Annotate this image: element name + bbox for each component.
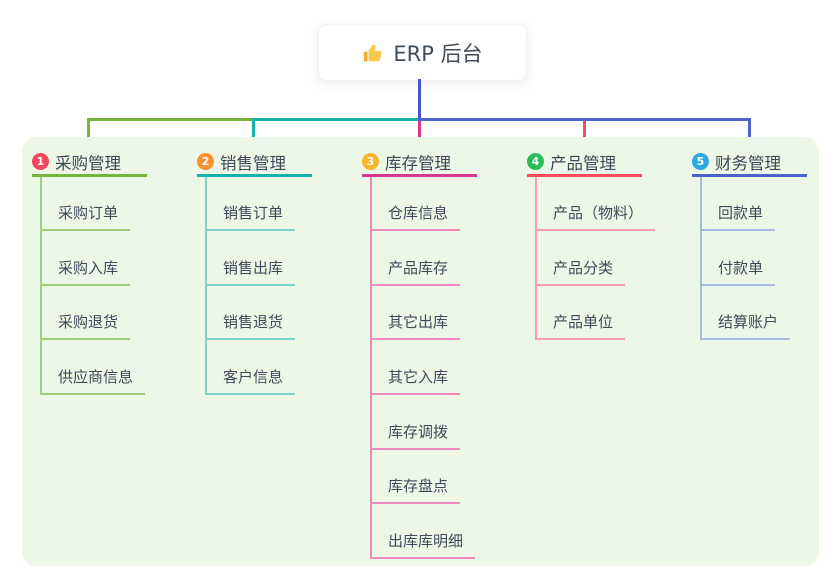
branch-drop-line (583, 118, 586, 149)
branch-title-inventory[interactable]: 3 库存管理 (362, 149, 477, 177)
root-node-label: ERP 后台 (393, 41, 483, 66)
leaf-node[interactable]: 采购入库 (40, 258, 131, 286)
thumbs-up-icon (364, 44, 383, 61)
leaf-node[interactable]: 库存调拨 (370, 422, 461, 450)
leaf-node[interactable]: 付款单 (700, 258, 776, 286)
leaf-node[interactable]: 结算账户 (700, 312, 791, 340)
branch-title-product[interactable]: 4 产品管理 (527, 149, 642, 177)
branch-drop-line (87, 118, 90, 149)
branch-title-label: 采购管理 (55, 153, 121, 173)
branch-title-label: 库存管理 (385, 153, 451, 173)
branch-connector-line (535, 177, 537, 340)
connector-bus-segment (87, 118, 253, 121)
branch-number-badge: 4 (527, 153, 544, 170)
leaf-node[interactable]: 库存盘点 (370, 476, 461, 504)
branch-number-badge: 1 (32, 153, 49, 170)
branches-panel (22, 137, 819, 566)
branch-number-badge: 5 (692, 153, 709, 170)
leaf-node[interactable]: 产品分类 (535, 258, 626, 286)
branch-connector-line (40, 177, 42, 395)
leaf-node[interactable]: 销售订单 (205, 203, 296, 231)
leaf-node[interactable]: 产品库存 (370, 258, 461, 286)
root-node[interactable]: ERP 后台 (318, 24, 527, 81)
connector-bus-segment (252, 118, 421, 121)
branch-drop-line (748, 118, 751, 149)
branch-title-label: 产品管理 (550, 153, 616, 173)
leaf-node[interactable]: 客户信息 (205, 367, 296, 395)
root-connector-line (418, 79, 421, 119)
branch-drop-line (418, 118, 421, 149)
leaf-node[interactable]: 供应商信息 (40, 367, 146, 395)
branch-title-purchase[interactable]: 1 采购管理 (32, 149, 147, 177)
branch-connector-line (700, 177, 702, 340)
leaf-node[interactable]: 销售退货 (205, 312, 296, 340)
branch-connector-line (205, 177, 207, 395)
branch-title-label: 财务管理 (715, 153, 781, 173)
leaf-node[interactable]: 产品（物料） (535, 203, 656, 231)
branch-title-finance[interactable]: 5 财务管理 (692, 149, 807, 177)
branch-title-sales[interactable]: 2 销售管理 (197, 149, 312, 177)
leaf-node[interactable]: 其它入库 (370, 367, 461, 395)
leaf-node[interactable]: 采购退货 (40, 312, 131, 340)
branch-number-badge: 3 (362, 153, 379, 170)
branch-drop-line (252, 118, 255, 149)
leaf-node[interactable]: 出库库明细 (370, 531, 476, 559)
leaf-node[interactable]: 产品单位 (535, 312, 626, 340)
leaf-node[interactable]: 回款单 (700, 203, 776, 231)
connector-bus-segment (418, 118, 751, 121)
leaf-node[interactable]: 采购订单 (40, 203, 131, 231)
branch-title-label: 销售管理 (220, 153, 286, 173)
leaf-node[interactable]: 销售出库 (205, 258, 296, 286)
leaf-node[interactable]: 其它出库 (370, 312, 461, 340)
branch-number-badge: 2 (197, 153, 214, 170)
branch-connector-line (370, 177, 372, 559)
leaf-node[interactable]: 仓库信息 (370, 203, 461, 231)
